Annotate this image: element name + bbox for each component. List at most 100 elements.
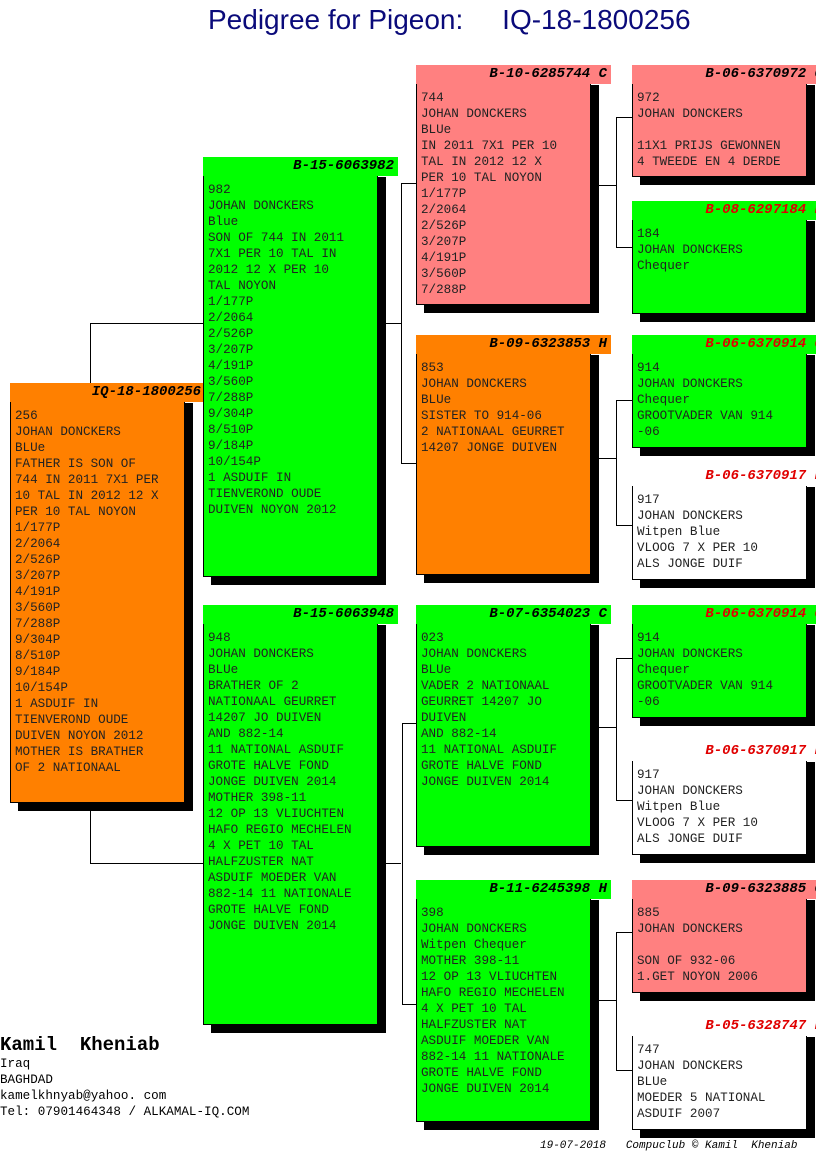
detail-line: AND 882-14 xyxy=(421,726,497,742)
detail-line: -06 xyxy=(637,424,660,440)
ring-number: B-10-6285744 C xyxy=(416,65,611,84)
detail-line: BLUe xyxy=(421,662,452,678)
detail-line: BRATHER OF 2 xyxy=(208,678,299,694)
detail-line: 7/288P xyxy=(208,390,254,406)
connector-line xyxy=(599,727,616,728)
connector-line xyxy=(616,525,632,526)
detail-line: DUIVEN xyxy=(421,710,467,726)
detail-line: 7X1 PER 10 TAL IN xyxy=(208,246,337,262)
detail-line: HAFO REGIO MECHELEN xyxy=(421,985,565,1001)
detail-line: 1.GET NOYON 2006 xyxy=(637,969,758,985)
detail-line: 256 xyxy=(15,408,38,424)
detail-line: 914 xyxy=(637,630,660,646)
detail-line: 2/526P xyxy=(421,218,467,234)
detail-line: 2/526P xyxy=(15,552,61,568)
connector-line xyxy=(401,183,402,464)
detail-line: 184 xyxy=(637,226,660,242)
detail-line: GROOTVADER VAN 914 xyxy=(637,408,774,424)
detail-line: MOTHER IS BRATHER xyxy=(15,744,144,760)
detail-line: 12 OP 13 VLIUCHTEN xyxy=(421,969,558,985)
detail-line: 914 xyxy=(637,360,660,376)
detail-line: DUIVEN NOYON 2012 xyxy=(15,728,144,744)
ring-number: B-09-6323885 C xyxy=(632,880,816,899)
breeder-info: Kamil Kheniab Iraq BAGHDAD kamelkhnyab@y… xyxy=(0,1034,249,1120)
detail-line: Witpen Blue xyxy=(637,524,721,540)
detail-line: 2/2064 xyxy=(15,536,61,552)
detail-line: JOHAN DONCKERS xyxy=(421,106,527,122)
detail-line: 8/510P xyxy=(15,648,61,664)
detail-line xyxy=(637,122,645,138)
detail-line: PER 10 TAL NOYON xyxy=(421,170,542,186)
detail-line: 4 TWEEDE EN 4 DERDE xyxy=(637,154,781,170)
detail-line: JONGE DUIVEN 2014 xyxy=(208,918,337,934)
detail-line: 2/2064 xyxy=(421,202,467,218)
detail-line: 2 NATIONAAL GEURRET xyxy=(421,424,565,440)
detail-line: 14207 JO DUIVEN xyxy=(208,710,322,726)
detail-line: 747 xyxy=(637,1042,660,1058)
detail-line: 10/154P xyxy=(208,454,261,470)
detail-line: JOHAN DONCKERS xyxy=(637,1058,743,1074)
connector-line xyxy=(616,400,617,526)
detail-line: BLUe xyxy=(421,392,452,408)
detail-line: AND 882-14 xyxy=(208,726,284,742)
detail-line: 9/184P xyxy=(208,438,254,454)
connector-line xyxy=(599,458,616,459)
connector-line xyxy=(616,1070,632,1071)
connector-line xyxy=(616,400,632,401)
detail-line: JOHAN DONCKERS xyxy=(15,424,121,440)
detail-line: OF 2 NATIONAAL xyxy=(15,760,121,776)
detail-line: JOHAN DONCKERS xyxy=(208,646,314,662)
detail-line: TIENVEROND OUDE xyxy=(15,712,129,728)
detail-line: 8/510P xyxy=(208,422,254,438)
detail-line: 023 xyxy=(421,630,444,646)
detail-line: JOHAN DONCKERS xyxy=(421,376,527,392)
detail-line: 744 IN 2011 7X1 PER xyxy=(15,472,159,488)
ring-number: B-09-6323853 H xyxy=(416,335,611,354)
detail-line: ASDUIF MOEDER VAN xyxy=(208,870,337,886)
detail-line: 398 xyxy=(421,905,444,921)
detail-line: 11 NATIONAL ASDUIF xyxy=(208,742,345,758)
ring-number: B-06-6370914 C xyxy=(632,605,816,624)
detail-line: 7/288P xyxy=(15,616,61,632)
detail-line: DUIVEN NOYON 2012 xyxy=(208,502,337,518)
detail-line: 3/560P xyxy=(208,374,254,390)
detail-line: 1/177P xyxy=(421,186,467,202)
detail-line: JOHAN DONCKERS xyxy=(637,921,743,937)
detail-line: Witpen Chequer xyxy=(421,937,527,953)
connector-line xyxy=(616,247,632,248)
detail-line: BLUe xyxy=(637,1074,668,1090)
connector-line xyxy=(599,185,616,186)
detail-line: Blue xyxy=(208,214,239,230)
detail-line: 1 ASDUIF IN xyxy=(208,470,292,486)
breeder-country: Iraq xyxy=(0,1057,31,1071)
detail-line: TAL NOYON xyxy=(208,278,277,294)
detail-line: JOHAN DONCKERS xyxy=(637,783,743,799)
detail-line: JOHAN DONCKERS xyxy=(637,106,743,122)
connector-line xyxy=(616,658,632,659)
detail-line: BLUe xyxy=(421,122,452,138)
